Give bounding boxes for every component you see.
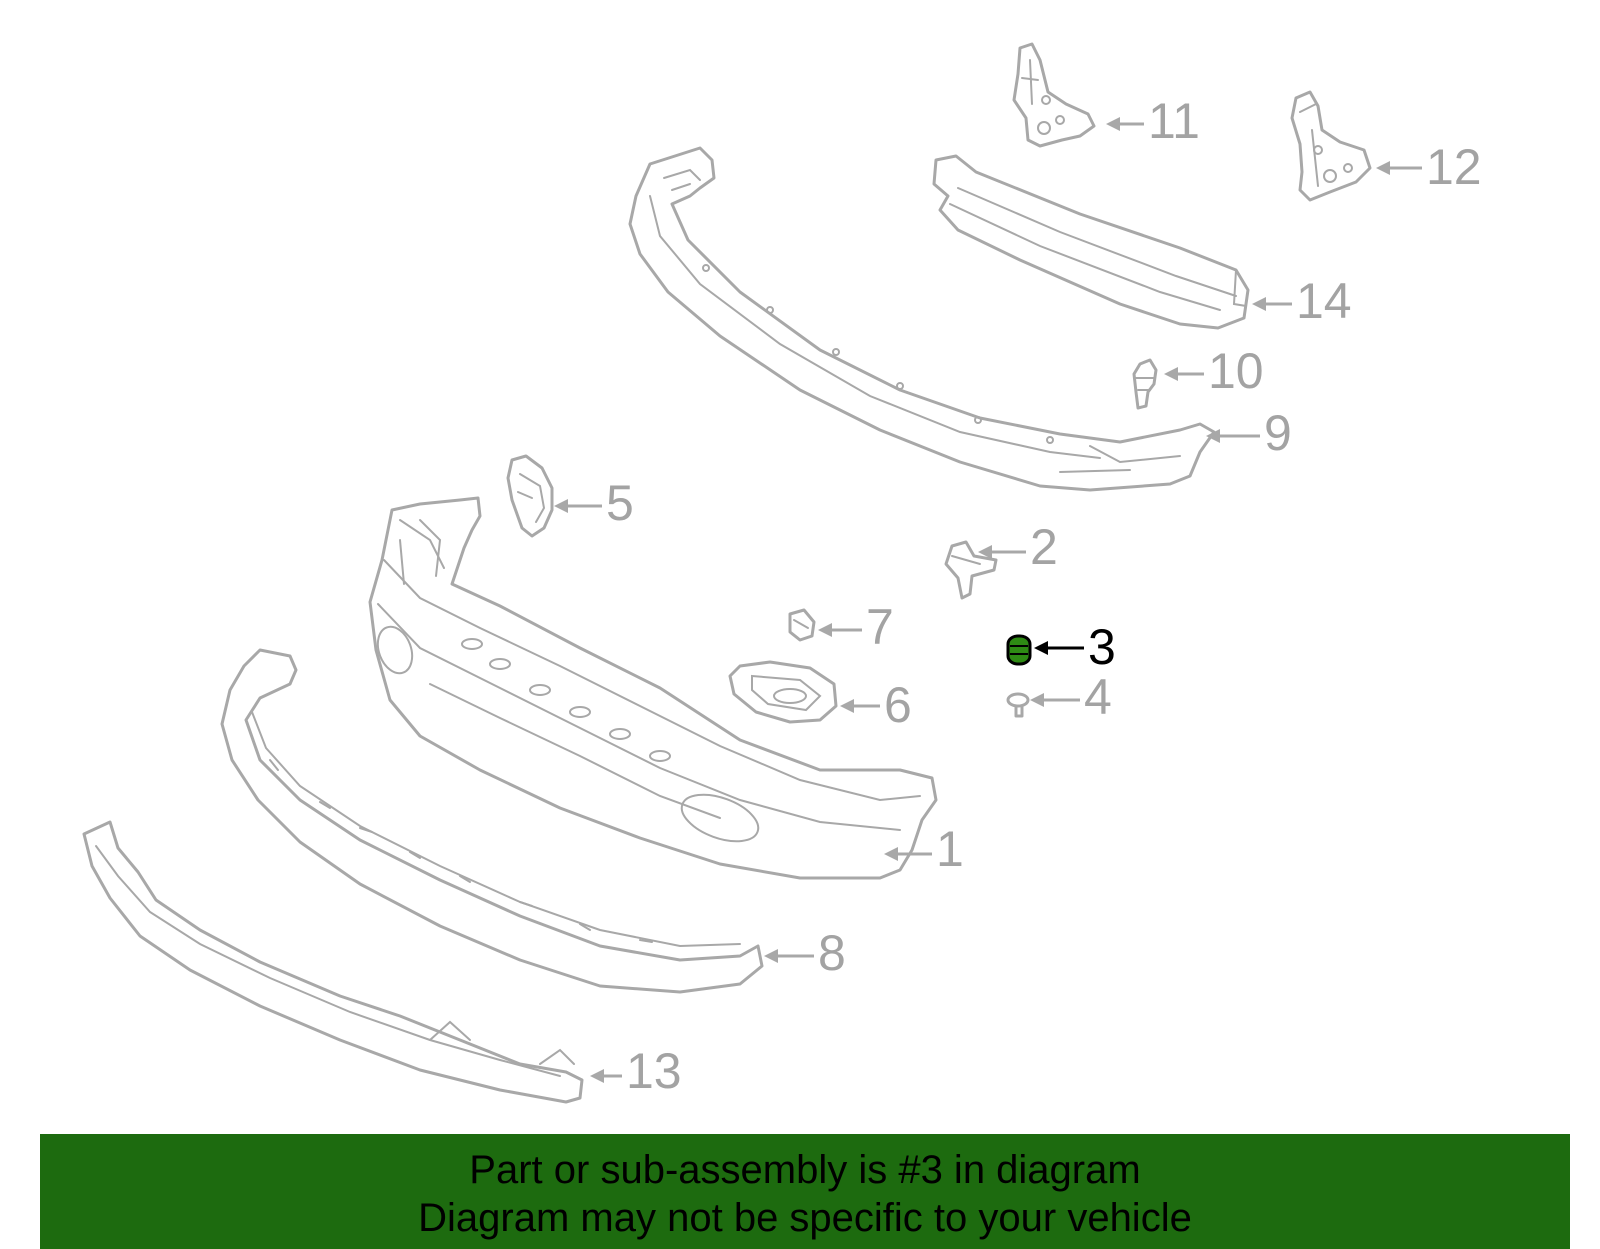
callout-7[interactable]: 7 [818, 599, 894, 655]
callout-13[interactable]: 13 [590, 1043, 682, 1099]
callout-number-1: 1 [936, 821, 964, 877]
callout-arrow-1 [884, 847, 898, 861]
callout-10[interactable]: 10 [1164, 343, 1264, 399]
callout-8[interactable]: 8 [764, 925, 846, 981]
part-3-spacer[interactable] [1006, 634, 1032, 666]
callout-arrow-3 [1034, 641, 1048, 655]
part-13-air-deflector[interactable] [82, 820, 584, 1104]
part-6-fog-lamp[interactable] [728, 660, 838, 724]
callout-arrow-9 [1206, 429, 1220, 443]
callout-arrow-7 [818, 623, 832, 637]
callout-arrow-14 [1252, 297, 1266, 311]
part-2-bracket[interactable] [944, 540, 998, 600]
callout-5[interactable]: 5 [554, 475, 634, 531]
info-banner: Part or sub-assembly is #3 in diagram Di… [40, 1134, 1570, 1249]
callout-arrow-6 [840, 699, 854, 713]
callout-arrow-10 [1164, 367, 1178, 381]
part-5-lamp-bezel[interactable] [506, 454, 554, 538]
callout-12[interactable]: 12 [1376, 139, 1482, 195]
callout-number-13: 13 [626, 1043, 682, 1099]
callout-arrow-5 [554, 499, 568, 513]
callout-arrow-13 [590, 1069, 604, 1083]
callout-number-9: 9 [1264, 405, 1292, 461]
callout-number-12: 12 [1426, 139, 1482, 195]
banner-line-1: Part or sub-assembly is #3 in diagram [469, 1148, 1141, 1192]
part-4-push-pin[interactable] [1006, 692, 1030, 718]
callout-11[interactable]: 11 [1106, 93, 1200, 149]
callout-number-5: 5 [606, 475, 634, 531]
callout-3[interactable]: 3 [1034, 619, 1116, 675]
part-7-clip[interactable] [788, 608, 816, 642]
callout-number-6: 6 [884, 677, 912, 733]
callout-number-4: 4 [1084, 669, 1112, 725]
callout-number-11: 11 [1148, 93, 1200, 149]
callout-arrow-12 [1376, 161, 1390, 175]
part-8-valance[interactable] [220, 648, 764, 994]
callout-6[interactable]: 6 [840, 677, 912, 733]
callout-number-8: 8 [818, 925, 846, 981]
callout-number-3: 3 [1088, 619, 1116, 675]
part-10-clip[interactable] [1132, 358, 1158, 410]
callout-arrow-8 [764, 949, 778, 963]
callout-2[interactable]: 2 [978, 519, 1058, 575]
part-9-upper-bumper[interactable] [628, 146, 1216, 492]
part-1-bumper-cover[interactable] [368, 496, 938, 880]
callout-number-14: 14 [1296, 273, 1352, 329]
callout-arrow-4 [1030, 693, 1044, 707]
callout-arrow-2 [978, 545, 992, 559]
callout-arrow-11 [1106, 117, 1120, 131]
part-12-bracket[interactable] [1290, 90, 1372, 202]
banner-line-2: Diagram may not be specific to your vehi… [418, 1196, 1192, 1240]
callout-number-2: 2 [1030, 519, 1058, 575]
callout-1[interactable]: 1 [884, 821, 964, 877]
callout-number-7: 7 [866, 599, 894, 655]
callout-9[interactable]: 9 [1206, 405, 1292, 461]
callout-4[interactable]: 4 [1030, 669, 1112, 725]
part-14-reinforcement[interactable] [932, 154, 1250, 330]
callout-number-10: 10 [1208, 343, 1264, 399]
callout-14[interactable]: 14 [1252, 273, 1352, 329]
part-11-bracket[interactable] [1012, 42, 1096, 148]
